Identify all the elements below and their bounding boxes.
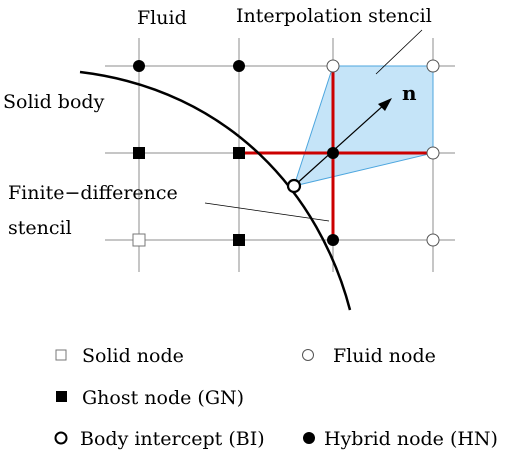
ghost-node xyxy=(233,147,245,159)
fluid-node xyxy=(426,59,440,73)
legend-body-intercept-icon xyxy=(54,431,68,445)
legend-solid-node-icon xyxy=(55,349,67,361)
legend-solid-node-label: Solid node xyxy=(82,345,184,367)
fd-stencil-label-line1: Finite−difference xyxy=(8,182,178,204)
legend: Solid node Fluid node Ghost node (GN) Bo… xyxy=(54,345,498,450)
normal-vector-arrow xyxy=(293,98,392,187)
fluid-node xyxy=(426,146,440,160)
legend-hybrid-node-icon xyxy=(303,432,315,444)
legend-fluid-node-label: Fluid node xyxy=(333,345,436,367)
legend-hybrid-node-label: Hybrid node (HN) xyxy=(324,428,498,450)
hybrid-node xyxy=(133,60,145,72)
solid-body-label: Solid body xyxy=(3,91,105,113)
hybrid-node xyxy=(327,147,339,159)
hybrid-node xyxy=(327,234,339,246)
fluid-label: Fluid xyxy=(137,7,187,29)
solid-body-boundary xyxy=(79,70,352,311)
legend-ghost-node-label: Ghost node (GN) xyxy=(82,387,244,409)
body-intercept-node xyxy=(286,178,302,194)
ghost-node xyxy=(233,234,245,246)
fd-stencil-leader xyxy=(204,202,330,222)
normal-label: n xyxy=(402,81,417,105)
ghost-node xyxy=(133,147,145,159)
fluid-node xyxy=(426,233,440,247)
legend-fluid-node-icon xyxy=(302,349,314,361)
fluid-node xyxy=(326,59,340,73)
hybrid-node xyxy=(233,60,245,72)
legend-ghost-node-icon xyxy=(56,391,67,402)
fd-stencil-label-line2: stencil xyxy=(8,217,72,239)
interpolation-stencil-label: Interpolation stencil xyxy=(236,5,432,27)
fluid-nodes xyxy=(326,59,440,247)
ghost-nodes xyxy=(133,147,245,246)
hybrid-nodes xyxy=(133,60,339,246)
legend-body-intercept-label: Body intercept (BI) xyxy=(80,428,265,450)
interpolation-stencil-leader xyxy=(375,29,423,75)
solid-node xyxy=(132,233,146,247)
